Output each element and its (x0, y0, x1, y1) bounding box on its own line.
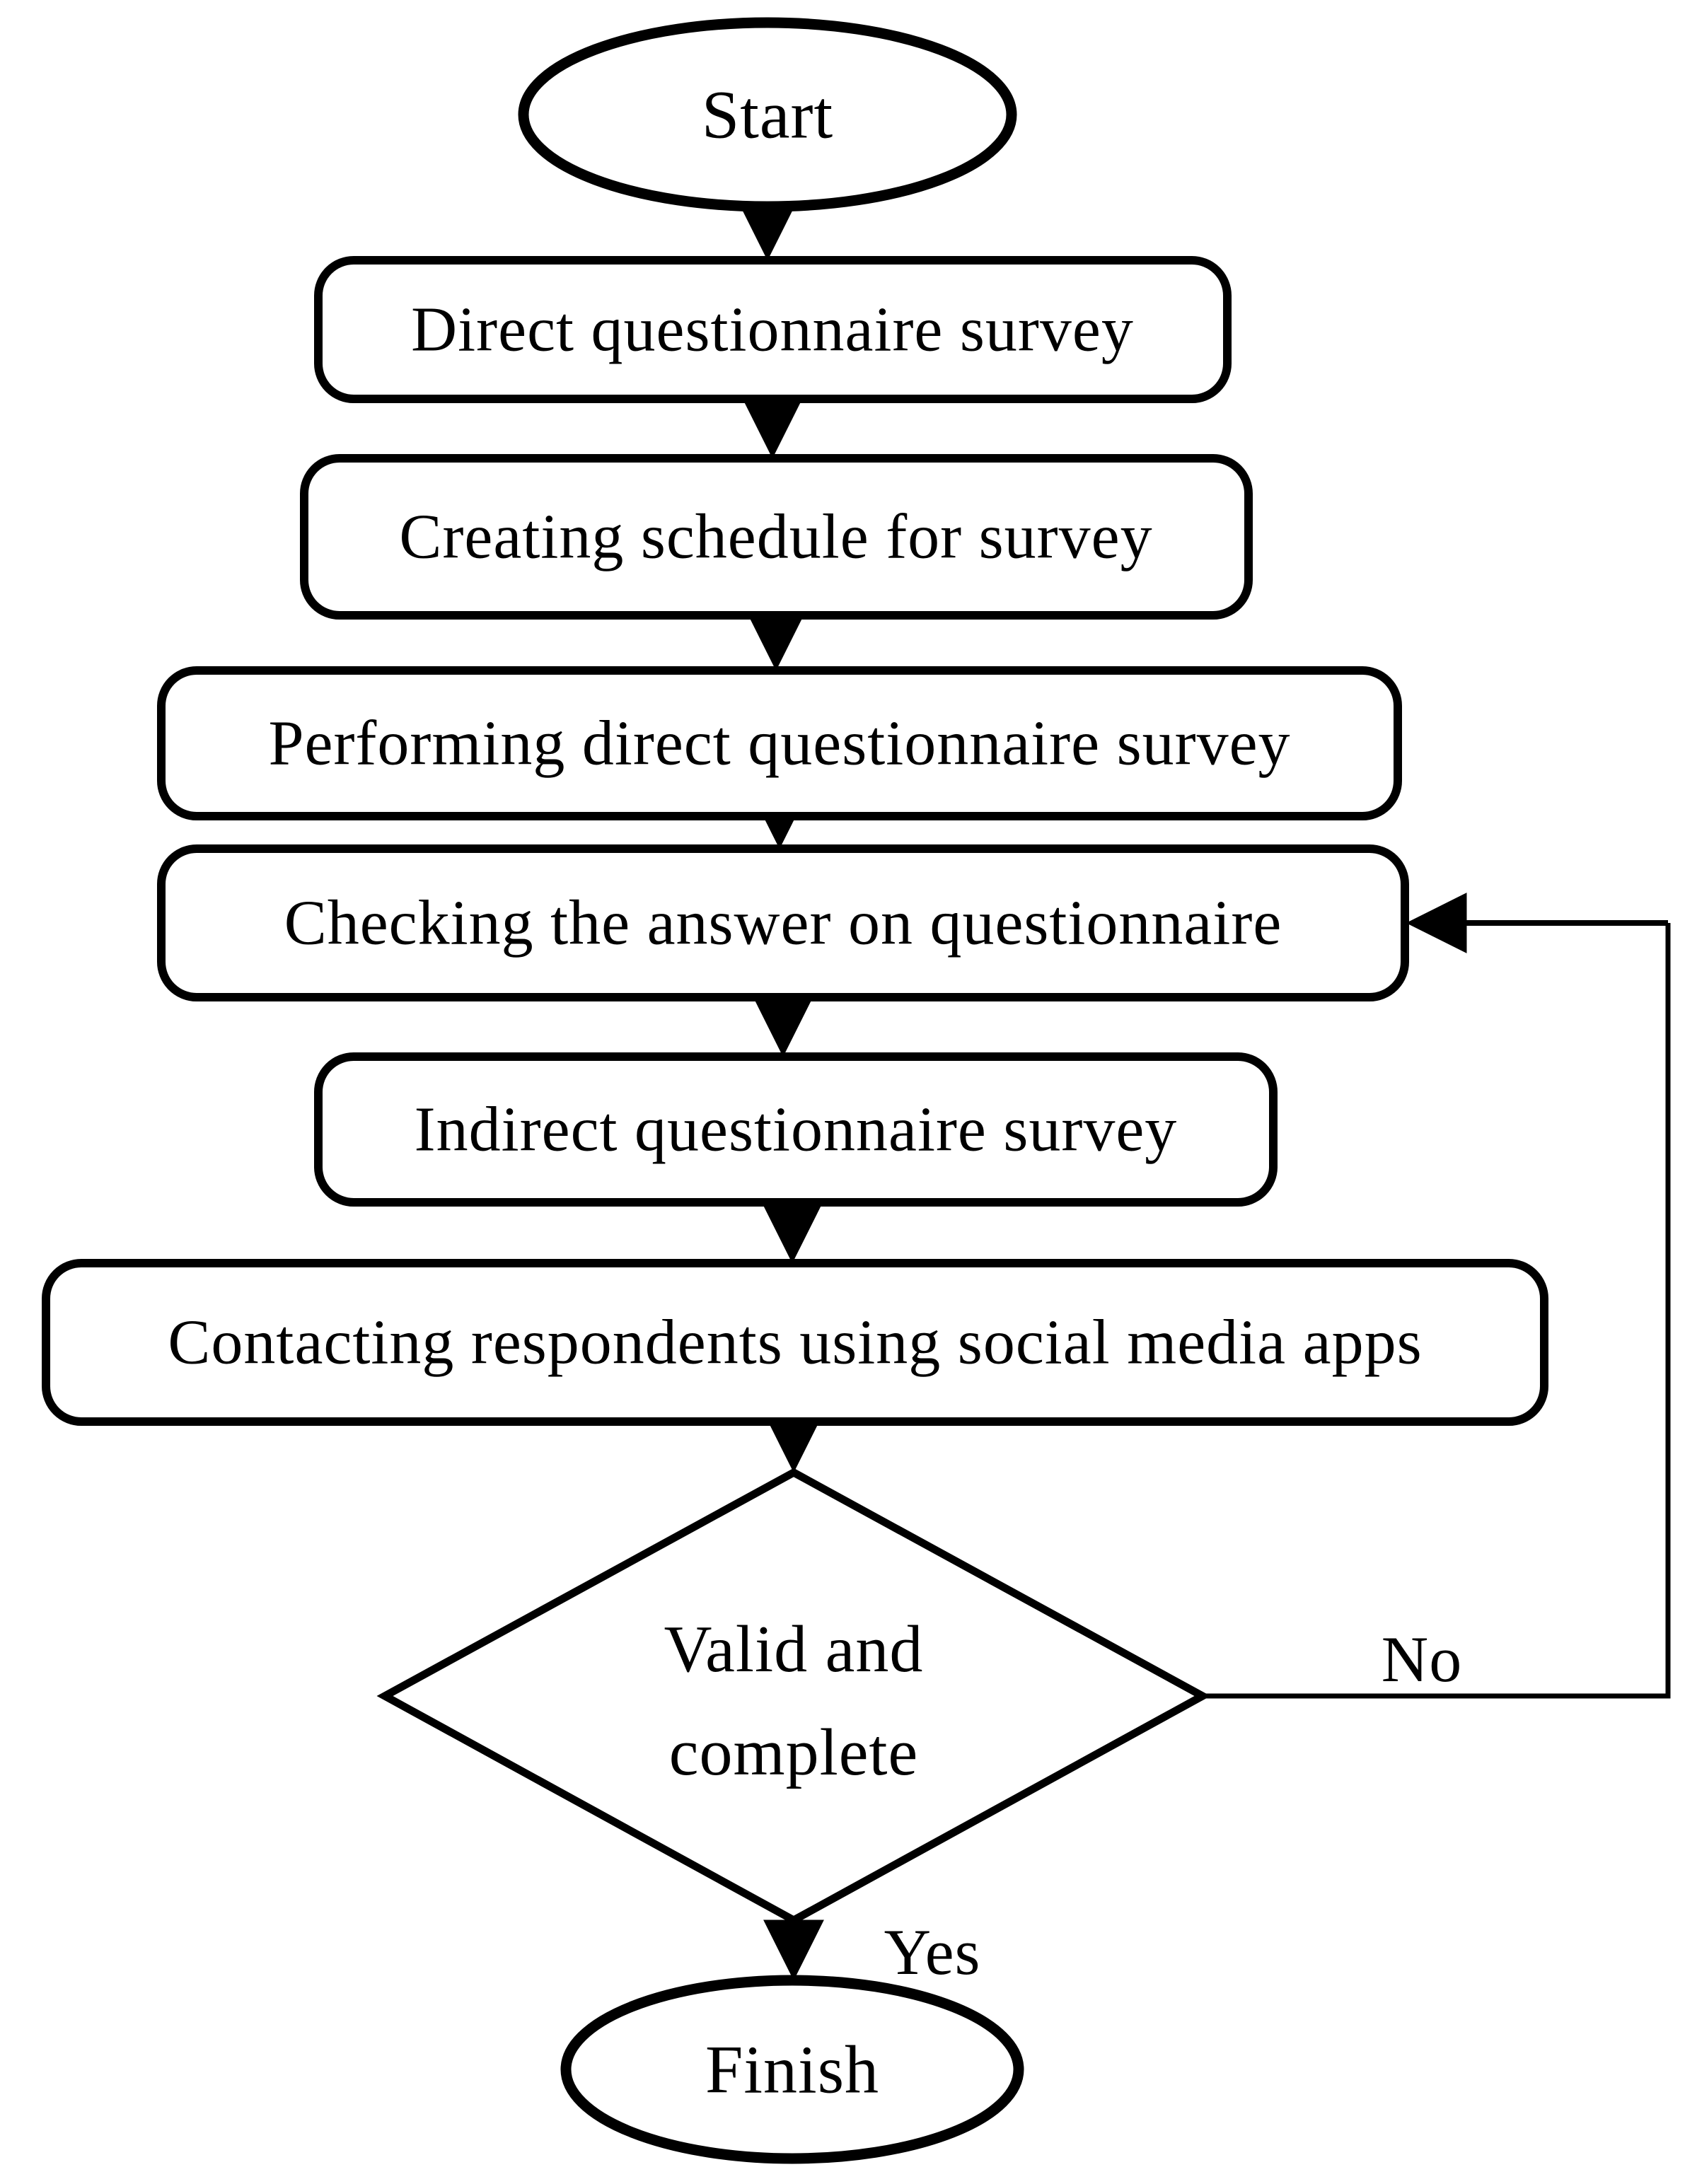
decision-label-line1: Valid and (664, 1613, 924, 1686)
box-indirect-questionnaire-survey (314, 1052, 1278, 1207)
box-checking-answer (157, 844, 1409, 1001)
box-contacting-respondents-label: Contacting respondents using social medi… (168, 1308, 1422, 1378)
decision-valid-complete (376, 1468, 1211, 1925)
box-creating-schedule (300, 454, 1253, 620)
box-checking-answer-label: Checking the answer on questionnaire (284, 888, 1282, 958)
yes-label: Yes (884, 1916, 981, 1988)
finish-node-label: Finish (705, 2032, 879, 2108)
box-performing-direct-survey (157, 666, 1402, 820)
box-direct-questionnaire-survey-label: Direct questionnaire survey (411, 295, 1134, 365)
box-contacting-respondents (42, 1259, 1548, 1426)
no-label: No (1382, 1623, 1462, 1695)
no-feedback-line (1203, 923, 1671, 1699)
connectors (737, 199, 1671, 1981)
decision-label-line2: complete (669, 1716, 919, 1789)
finish-node (560, 1975, 1024, 2164)
start-node (518, 17, 1017, 212)
box-direct-questionnaire-survey (314, 256, 1232, 403)
start-node-label: Start (702, 77, 833, 153)
box-creating-schedule-label: Creating schedule for survey (399, 502, 1152, 572)
box-indirect-questionnaire-survey-label: Indirect questionnaire survey (415, 1095, 1178, 1165)
box-performing-direct-survey-label: Performing direct questionnaire survey (268, 709, 1290, 779)
